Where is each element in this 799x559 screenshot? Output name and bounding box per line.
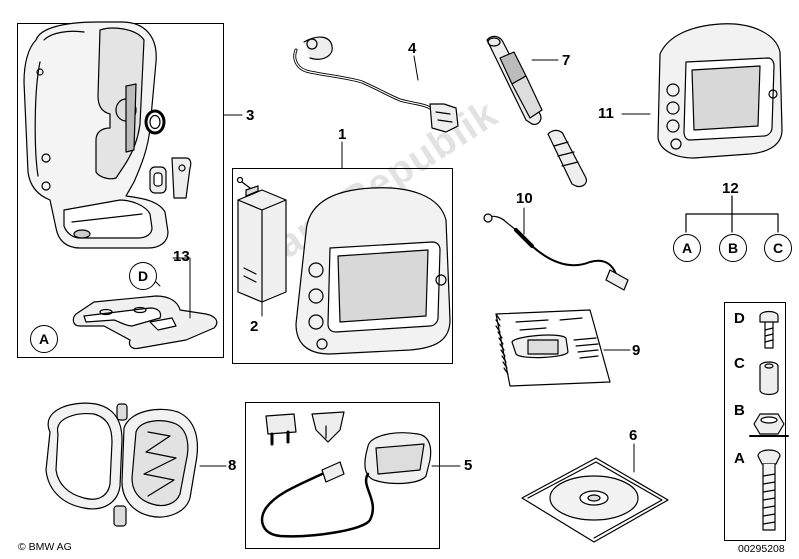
clip-part [149,166,167,194]
part-label-8: 8 [228,457,237,474]
power-kit-illustration [260,411,432,538]
latch-part [171,157,192,199]
part-label-12: 12 [722,180,739,197]
stylus-tool-illustration [486,35,587,188]
battery-pack-illustration [237,185,287,303]
part-label-10: 10 [516,190,533,207]
copyright-text: © BMW AG [18,541,72,553]
callout-a-group12: A [673,234,701,262]
manual-illustration [495,309,611,387]
nut-b-illustration [749,413,789,437]
part-label-2: 2 [250,318,259,335]
callout-b-group12: B [719,234,747,262]
screw-letter-b: B [734,402,745,419]
leader-lines [151,55,651,473]
cd-illustration [521,457,669,543]
callout-a-holder: A [30,325,58,353]
wiring-harness-illustration [293,36,459,133]
holder-mount-illustration [23,21,169,249]
part-label-4: 4 [408,40,417,57]
part-label-1: 1 [338,126,347,143]
spacer-c-illustration [759,361,779,396]
part-label-11: 11 [598,105,614,122]
carrying-case-illustration [45,402,199,527]
part-label-3: 3 [246,107,255,124]
screw-letter-a: A [734,450,745,467]
screw-letter-c: C [734,355,745,372]
navigator-device-11-illustration [657,23,783,159]
diagram-code: 00295208 [738,543,785,555]
part-label-5: 5 [464,457,473,474]
usb-cable-illustration [483,213,629,291]
callout-d-holder: D [129,262,157,290]
frame-navigator-kit [232,168,453,364]
frame-power-kit [245,402,440,549]
screw-d-illustration [759,310,779,349]
callout-c-group12: C [764,234,792,262]
screw-small [236,176,244,184]
frame-screws [724,302,786,541]
navigator-device-illustration [295,187,451,355]
part-label-7: 7 [562,52,571,69]
part-label-9: 9 [632,342,641,359]
group-12-connector [685,195,779,233]
mounting-plate-illustration [72,295,218,350]
bolt-a-illustration [757,449,781,531]
screw-letter-d: D [734,310,745,327]
part-label-13: 13 [173,248,190,265]
part-label-6: 6 [629,427,638,444]
